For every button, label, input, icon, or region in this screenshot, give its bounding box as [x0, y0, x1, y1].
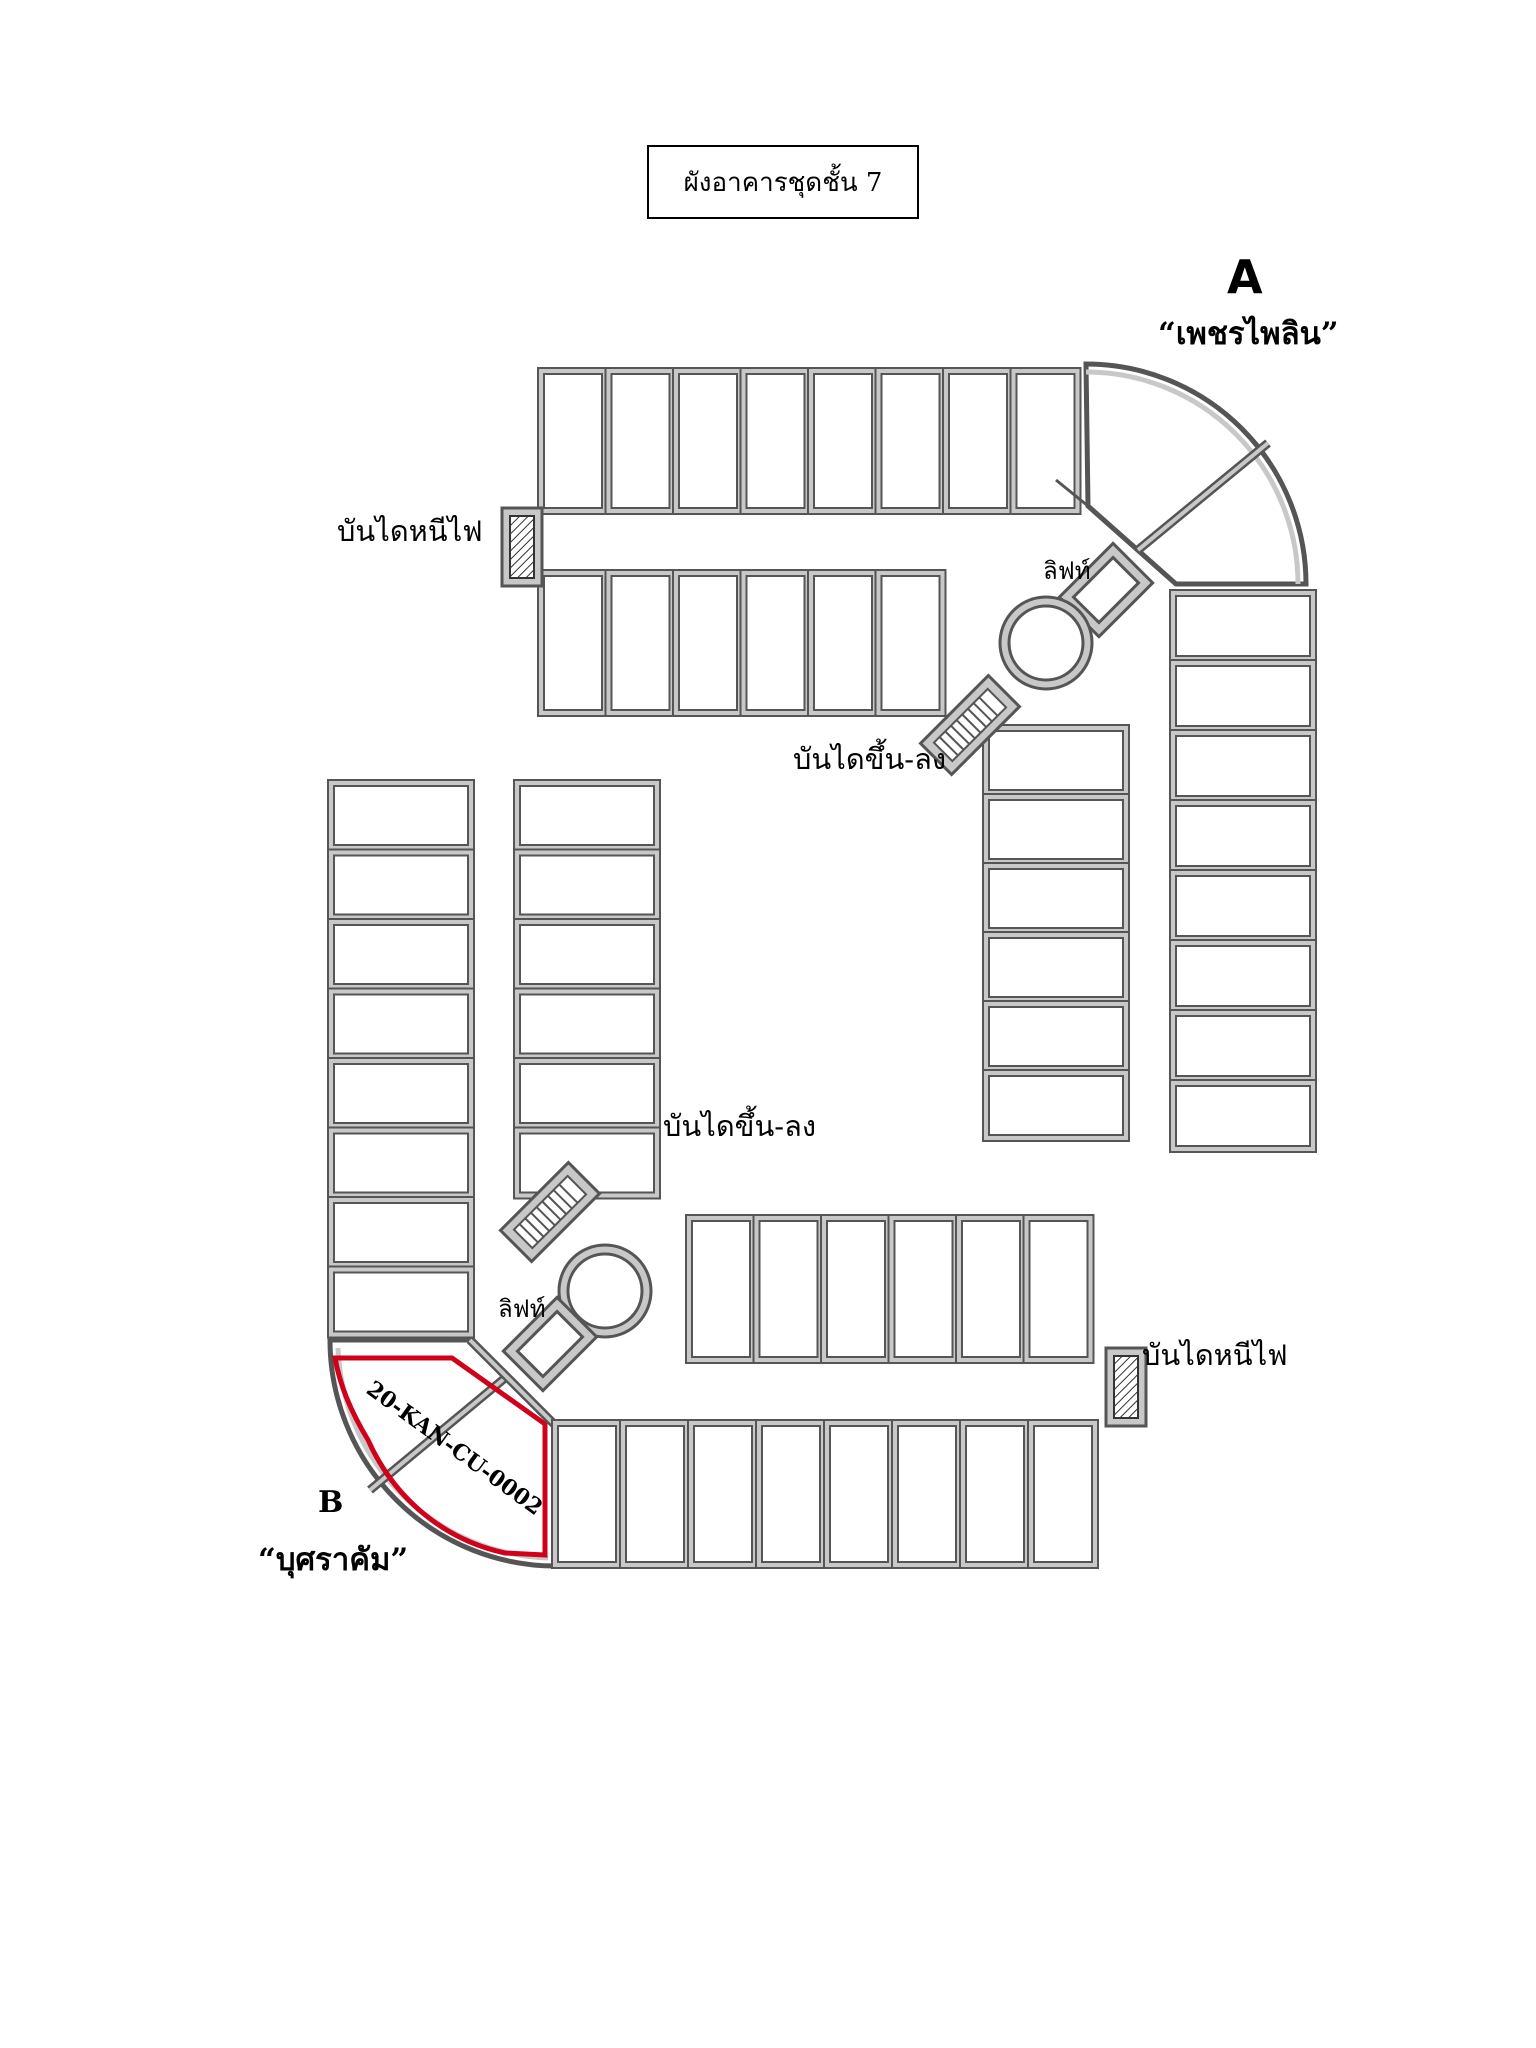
- a-inner-column-unit-3: [982, 862, 1130, 935]
- b-inner-column-unit-5: [513, 1057, 661, 1130]
- lift-bottom: [501, 1295, 599, 1393]
- b-bottom-row-unit-7: [959, 1419, 1031, 1569]
- a-right-column-unit-4: [1169, 799, 1317, 873]
- b-bottom-row-unit-1: [551, 1419, 623, 1569]
- a-right-column-unit-7: [1169, 1009, 1317, 1083]
- core-b: [498, 1160, 653, 1393]
- b-inner-row-unit-6: [1022, 1214, 1095, 1364]
- corridor-wall-b: [466, 1336, 560, 1430]
- tower-b-corner-wing: [327, 1337, 559, 1569]
- a-inner-row-unit-3: [672, 569, 744, 717]
- a-inner-column-unit-4: [982, 931, 1130, 1004]
- stair-top: [918, 673, 1022, 777]
- stairs-top-label: บันไดขึ้น-ลง: [793, 742, 947, 776]
- b-inner-column-unit-1: [513, 779, 661, 852]
- a-right-column-unit-6: [1169, 939, 1317, 1013]
- a-inner-row-unit-1: [537, 569, 609, 717]
- a-inner-row-unit-2: [604, 569, 677, 717]
- highlighted-unit-outline: [331, 1355, 548, 1558]
- a-right-column-unit-3: [1169, 729, 1317, 803]
- a-top-row-unit-2: [604, 367, 677, 515]
- a-inner-row-unit-4: [739, 569, 812, 717]
- b-inner-row-unit-4: [887, 1214, 960, 1364]
- a-inner-row-unit-6: [874, 569, 947, 717]
- tower-b-name: “บุศราคัม”: [258, 1542, 409, 1578]
- a-top-row-unit-6: [874, 367, 947, 515]
- tower-b-letter: B: [318, 1485, 344, 1520]
- b-bottom-row-unit-4: [755, 1419, 827, 1569]
- b-left-column-unit-5: [327, 1057, 475, 1130]
- core-a: [918, 478, 1155, 777]
- b-bottom-row-unit-5: [823, 1419, 895, 1569]
- b-left-column-unit-3: [327, 918, 475, 991]
- b-left-column-unit-2: [327, 848, 475, 922]
- a-right-column-unit-5: [1169, 869, 1317, 943]
- stairs-bottom-label: บันไดขึ้น-ลง: [663, 1109, 817, 1143]
- a-top-row-unit-4: [739, 367, 812, 515]
- a-top-row-unit-1: [537, 367, 609, 515]
- fire-stair-top: [500, 506, 544, 588]
- a-right-column-unit-2: [1169, 659, 1317, 733]
- b-left-column-unit-6: [327, 1126, 475, 1200]
- b-bottom-row-unit-2: [619, 1419, 691, 1569]
- b-inner-row-unit-2: [752, 1214, 825, 1364]
- lift-top-label: ลิฟท์: [1043, 557, 1091, 585]
- b-bottom-row-unit-3: [687, 1419, 759, 1569]
- tower-a-name: “เพชรไพลิน”: [1158, 316, 1339, 352]
- a-inner-column-unit-5: [982, 1000, 1130, 1073]
- a-inner-row-unit-5: [807, 569, 879, 717]
- b-inner-column-unit-4: [513, 987, 661, 1061]
- a-top-row-unit-3: [672, 367, 744, 515]
- b-bottom-row-unit-8: [1027, 1419, 1099, 1569]
- plan-title: ผังอาคารชุดชั้น 7: [647, 145, 919, 219]
- a-inner-column-unit-1: [982, 724, 1130, 797]
- a-inner-column-unit-2: [982, 793, 1130, 866]
- b-left-column-unit-8: [327, 1265, 475, 1339]
- a-right-column-unit-1: [1169, 589, 1317, 663]
- lift-bottom-label: ลิฟท์: [498, 1295, 546, 1323]
- unit-blocks: [327, 367, 1317, 1569]
- b-inner-row-unit-5: [955, 1214, 1027, 1364]
- round-hall-top: [998, 595, 1094, 691]
- b-inner-column-unit-6: [513, 1126, 661, 1200]
- b-left-column-unit-1: [327, 779, 475, 852]
- fire-stair-bottom: [1104, 1346, 1148, 1428]
- b-inner-row-unit-1: [685, 1214, 757, 1364]
- b-bottom-row-unit-6: [891, 1419, 963, 1569]
- a-inner-column-unit-6: [982, 1069, 1130, 1142]
- tower-a-letter: A: [1227, 250, 1263, 304]
- b-inner-column-unit-3: [513, 918, 661, 991]
- b-inner-column-unit-2: [513, 848, 661, 922]
- a-top-row-unit-7: [942, 367, 1014, 515]
- a-right-column-unit-8: [1169, 1079, 1317, 1153]
- stair-bottom: [498, 1160, 602, 1264]
- a-top-row-unit-5: [807, 367, 879, 515]
- round-hall-bottom: [557, 1243, 653, 1339]
- b-left-column-unit-7: [327, 1196, 475, 1269]
- tower-a-corner-wing: [1083, 361, 1309, 587]
- b-left-column-unit-4: [327, 987, 475, 1061]
- fire-stair-bottom-label: บันไดหนีไฟ: [1142, 1338, 1288, 1372]
- fire-stair-top-label: บันไดหนีไฟ: [337, 514, 483, 548]
- b-inner-row-unit-3: [820, 1214, 892, 1364]
